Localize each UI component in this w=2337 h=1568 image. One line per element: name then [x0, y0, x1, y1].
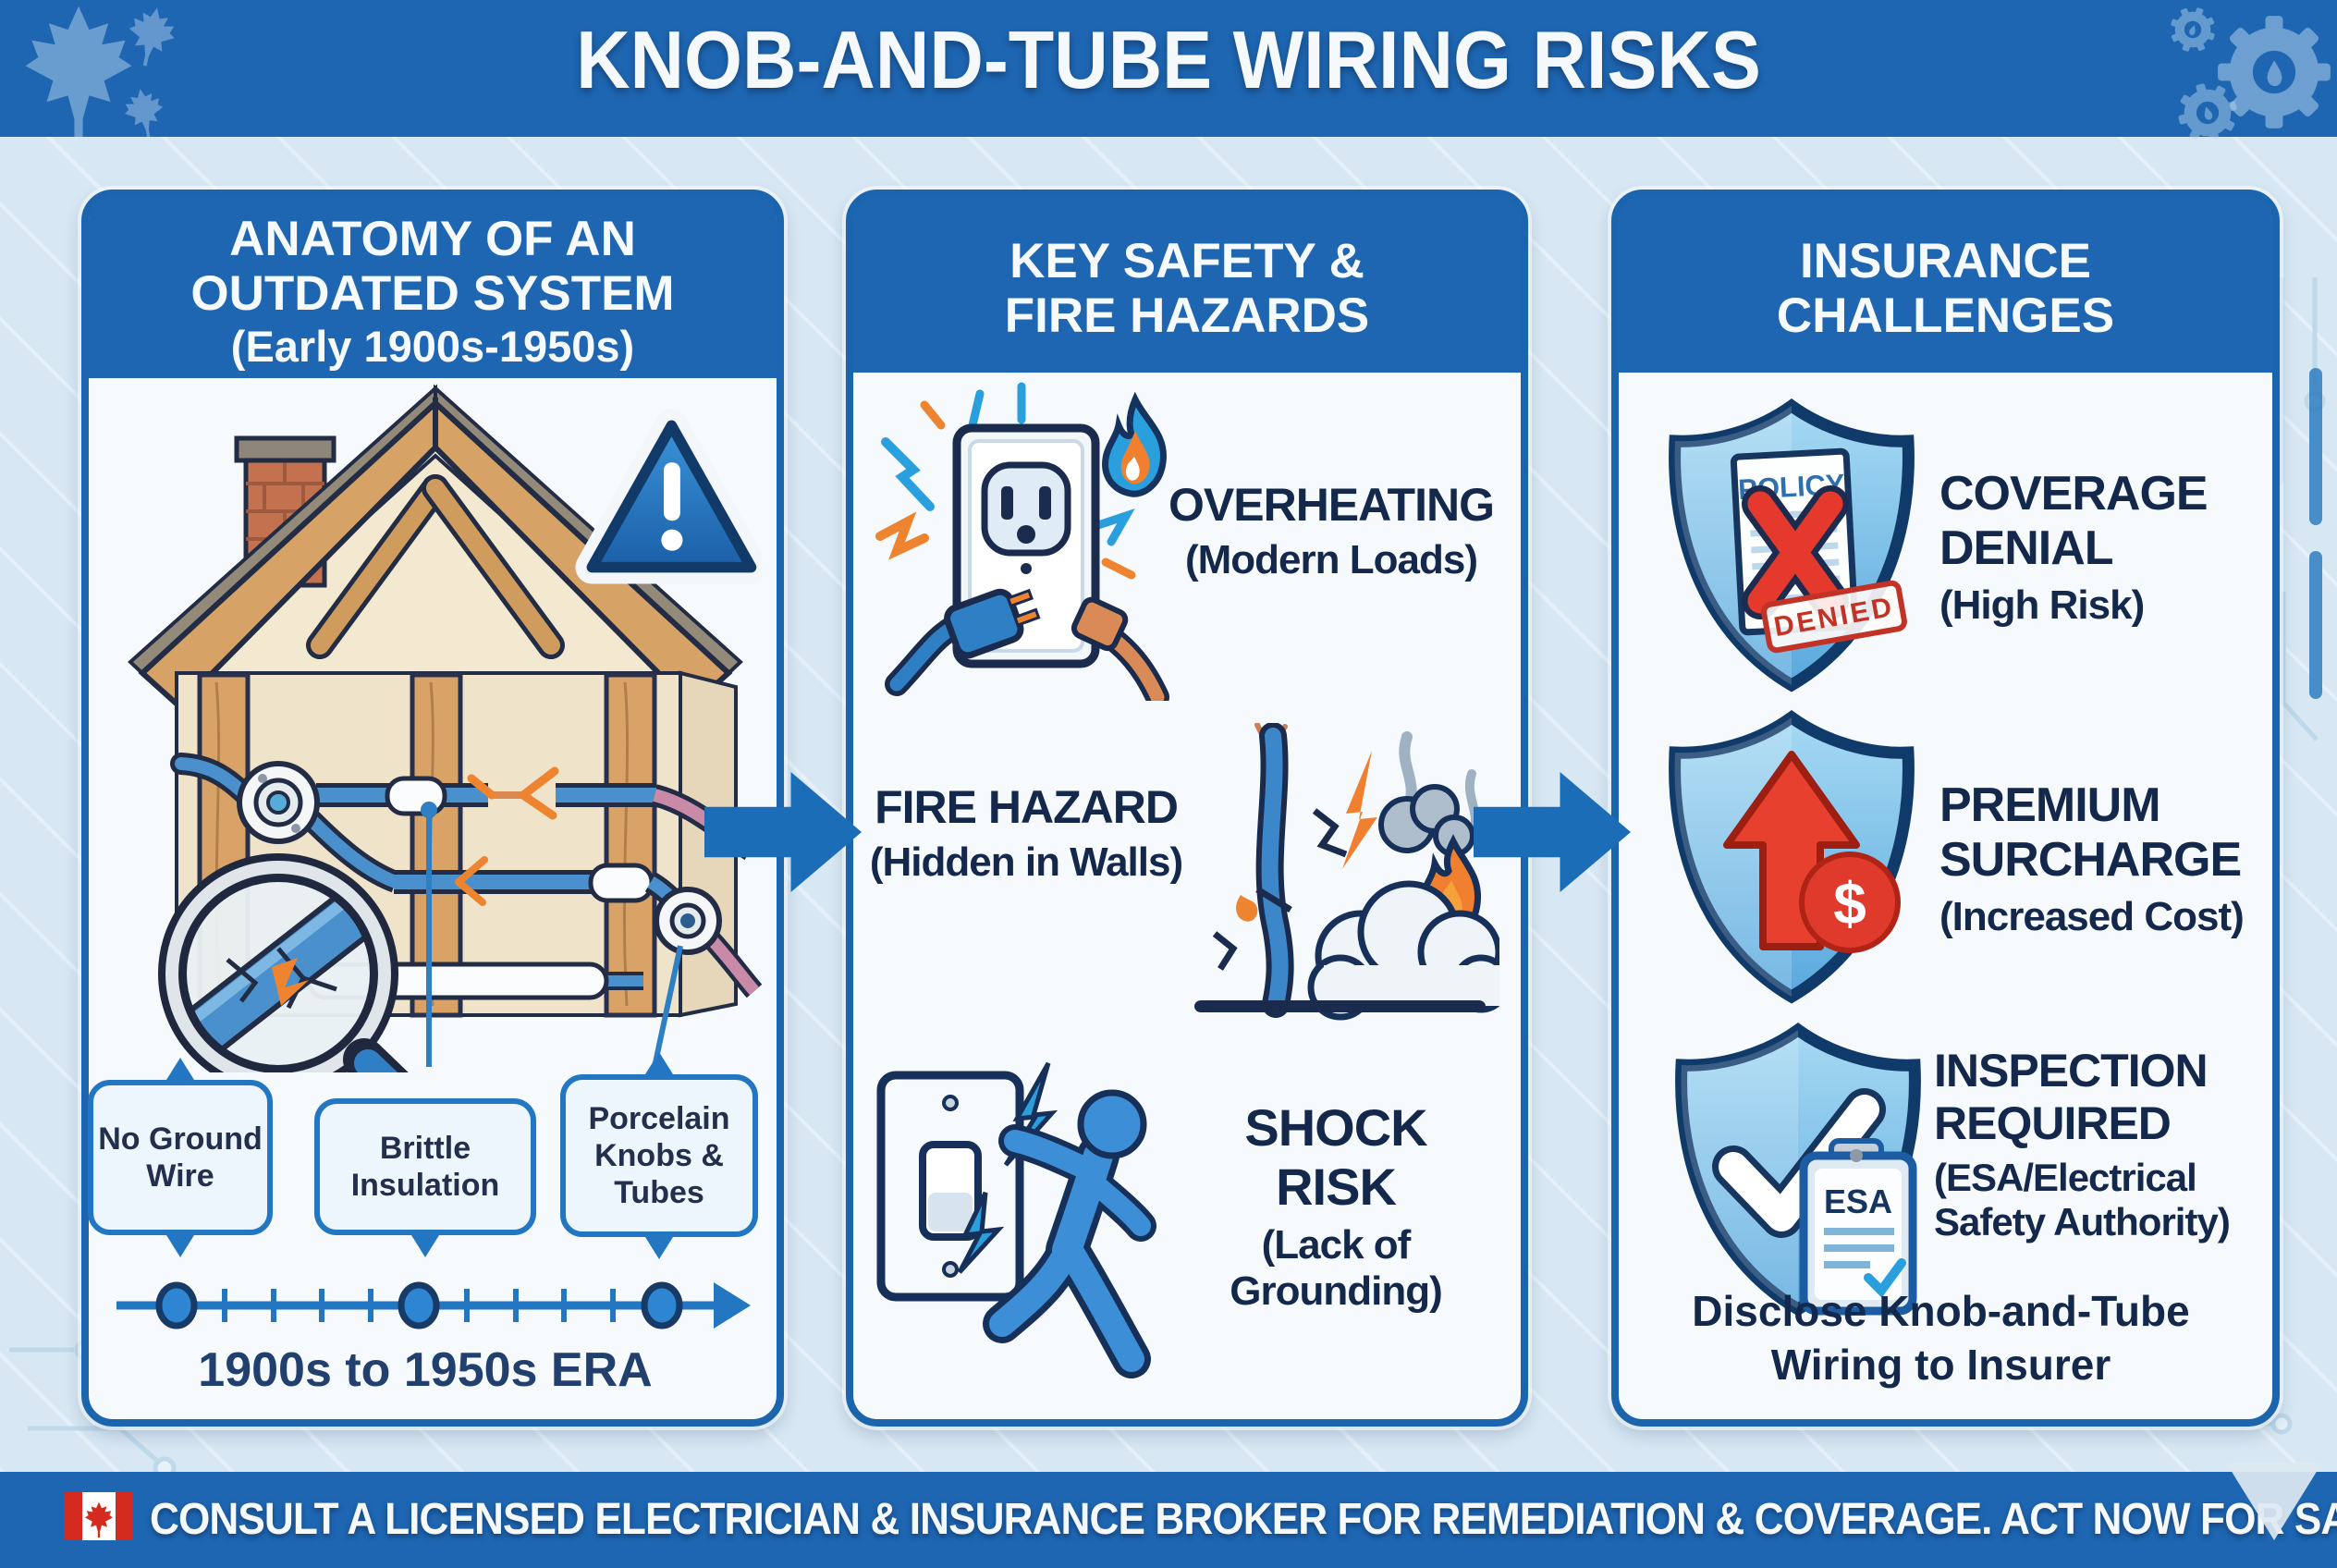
frayed-wire-sparks-icon [467, 766, 559, 820]
page-title: KNOB-AND-TUBE WIRING RISKS [576, 14, 1761, 105]
inspection-sub: (ESA/Electrical Safety Authority) [1934, 1156, 2231, 1244]
coverage-denial-label: COVERAGE DENIAL [1939, 467, 2209, 576]
porcelain-knob-icon [237, 761, 320, 844]
panel-anatomy-title-line1: ANATOMY OF AN [229, 212, 636, 266]
warning-triangle-icon [575, 409, 762, 584]
coverage-denial-sub: (High Risk) [1939, 582, 2145, 628]
panel-anatomy-subtitle: (Early 1900s-1950s) [230, 321, 635, 371]
premium-surcharge-shield-icon: $ [1669, 709, 1915, 1004]
lightning-bolt-icon [957, 1061, 1058, 1274]
fire-hazard-sub: (Hidden in Walls) [869, 839, 1183, 885]
lightning-bolt-icon [1342, 751, 1377, 869]
bottom-banner [0, 1472, 2337, 1568]
porcelain-knob-icon [654, 887, 722, 955]
fire-hazard-text: FIRE HAZARD (Hidden in Walls) [855, 781, 1197, 887]
shocked-person-icon [983, 1089, 1156, 1378]
canada-flag-icon [65, 1492, 133, 1540]
magnifier-icon [158, 853, 409, 1072]
panel-anatomy-header: ANATOMY OF AN OUTDATED SYSTEM (Early 190… [89, 197, 777, 378]
premium-surcharge-label: PREMIUM SURCHARGE [1939, 778, 2242, 888]
callout-porcelain-knobs-tubes: Porcelain Knobs & Tubes [560, 1052, 758, 1259]
burning-wire-icon [1194, 723, 1499, 1021]
panel-insurance-title-line2: CHALLENGES [1776, 288, 2115, 344]
overheating-outlet-icon [875, 382, 1169, 701]
smoke-icon [1378, 784, 1475, 857]
esa-clipboard-icon: ESA [1799, 1138, 1917, 1316]
footer-call-to-action: CONSULT A LICENSED ELECTRICIAN & INSURAN… [150, 1495, 2337, 1544]
house-cross-section-illustration [128, 384, 762, 1072]
fire-hazard-label: FIRE HAZARD [875, 781, 1179, 833]
shock-risk-icon [876, 1061, 1156, 1378]
premium-surcharge-sub: (Increased Cost) [1939, 893, 2245, 939]
panel-hazards-title-line2: FIRE HAZARDS [1004, 288, 1370, 344]
panel-insurance-title-line1: INSURANCE [1799, 234, 2092, 288]
coverage-denial-text: COVERAGE DENIAL (High Risk) [1939, 467, 2245, 629]
dollar-badge: $ [1799, 851, 1901, 953]
shock-risk-text: SHOCK RISK (Lack of Grounding) [1220, 1098, 1451, 1316]
inspection-shield-icon: ESA [1675, 1022, 1921, 1317]
callout-no-ground-wire: No Ground Wire [88, 1058, 273, 1257]
timeline-dots [155, 1281, 683, 1329]
inspection-text: INSPECTION REQUIRED (ESA/Electrical Safe… [1934, 1045, 2257, 1245]
panel-hazards-title-line1: KEY SAFETY & [1009, 234, 1364, 288]
disclose-note: Disclose Knob-and-Tube Wiring to Insurer [1692, 1287, 2190, 1389]
premium-surcharge-text: PREMIUM SURCHARGE (Increased Cost) [1939, 778, 2258, 940]
up-arrow-icon [1723, 751, 1860, 950]
timeline [116, 1281, 751, 1329]
coverage-denial-shield-icon: POLICY DENIED [1669, 398, 1915, 692]
svg-text:ESA: ESA [1824, 1182, 1892, 1220]
inspection-label: INSPECTION REQUIRED [1934, 1045, 2209, 1149]
shock-risk-label: SHOCK RISK [1244, 1098, 1427, 1216]
callout-brittle-insulation: Brittle Insulation [314, 1098, 536, 1257]
overheating-label: OVERHEATING [1168, 479, 1495, 531]
svg-text:$: $ [1833, 870, 1866, 937]
panel-hazards-header: KEY SAFETY & FIRE HAZARDS [853, 197, 1521, 373]
overheating-sub: (Modern Loads) [1185, 537, 1478, 582]
panel-anatomy-title-line2: OUTDATED SYSTEM [190, 266, 675, 322]
timeline-arrowhead-icon [714, 1282, 751, 1329]
denied-stamp: DENIED [1761, 580, 1907, 654]
panel-insurance-header: INSURANCE CHALLENGES [1619, 197, 2272, 373]
top-banner [0, 0, 2337, 137]
flame-icon [1102, 391, 1167, 497]
overheating-text: OVERHEATING (Modern Loads) [1160, 479, 1502, 584]
timeline-era-label: 1900s to 1950s ERA [198, 1343, 653, 1397]
shock-risk-sub: (Lack of Grounding) [1230, 1221, 1443, 1315]
red-x-icon [1742, 485, 1849, 619]
